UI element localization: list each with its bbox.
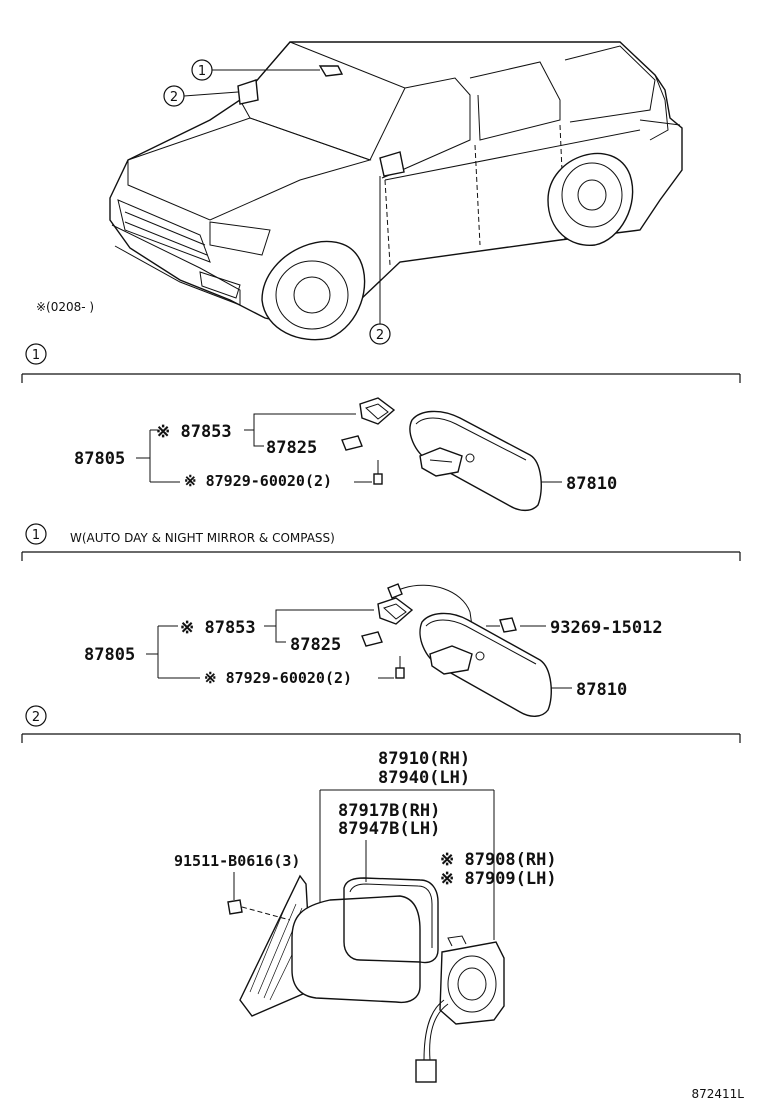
label-87810: 87810	[566, 474, 617, 494]
section-2-parts	[361, 583, 552, 717]
label-87853-b: ※ 87853	[180, 618, 256, 638]
label-87805-b: 87805	[84, 645, 135, 665]
label-87917b: 87917B(RH)	[338, 801, 440, 821]
label-87853: ※ 87853	[156, 422, 232, 442]
svg-text:2: 2	[32, 710, 40, 725]
section-2-labels: 87805 ※ 87853 87825 ※ 87929-60020(2) 878…	[84, 618, 663, 700]
section-3-leaders	[233, 789, 495, 940]
section-2-leaders	[146, 609, 572, 689]
section-1-header: 1	[21, 343, 741, 383]
section-1-parts	[341, 397, 542, 512]
svg-text:2: 2	[376, 328, 384, 343]
section-3-header: 2	[21, 705, 741, 743]
label-87940: 87940(LH)	[378, 768, 470, 788]
svg-text:2: 2	[170, 90, 178, 105]
label-87810-b: 87810	[576, 680, 627, 700]
overview-callout-1: 1	[191, 59, 320, 81]
label-87929-b: ※ 87929-60020(2)	[204, 669, 352, 687]
label-87805: 87805	[74, 449, 125, 469]
section-3-parts	[227, 874, 505, 1083]
section-2-header: 1 W(AUTO DAY & NIGHT MIRROR & COMPASS)	[21, 523, 741, 561]
label-87947b: 87947B(LH)	[338, 819, 440, 839]
svg-text:1: 1	[198, 64, 206, 79]
label-87825: 87825	[266, 438, 317, 458]
label-87929: ※ 87929-60020(2)	[184, 472, 332, 490]
label-91511: 91511-B0616(3)	[174, 852, 300, 870]
svg-text:1: 1	[32, 528, 40, 543]
overview-callout-2b: 2	[369, 176, 391, 345]
vehicle-illustration	[109, 41, 683, 341]
diagram-code: 872411L	[692, 1087, 745, 1101]
label-87908: ※ 87908(RH)	[440, 850, 557, 870]
section-2-title: W(AUTO DAY & NIGHT MIRROR & COMPASS)	[70, 531, 335, 545]
label-93269: 93269-15012	[550, 618, 663, 638]
section-1-labels: 87805 ※ 87853 87825 ※ 87929-60020(2) 878…	[74, 422, 617, 494]
overview-callout-2a: 2	[163, 85, 239, 107]
overview-date-note: ※(0208- )	[36, 300, 94, 314]
section-1-leaders	[136, 413, 562, 483]
svg-text:1: 1	[32, 348, 40, 363]
label-87825-b: 87825	[290, 635, 341, 655]
section-3-labels: 87910(RH) 87940(LH) 87917B(RH) 87947B(LH…	[174, 749, 557, 889]
label-87909: ※ 87909(LH)	[440, 869, 557, 889]
label-87910: 87910(RH)	[378, 749, 470, 769]
